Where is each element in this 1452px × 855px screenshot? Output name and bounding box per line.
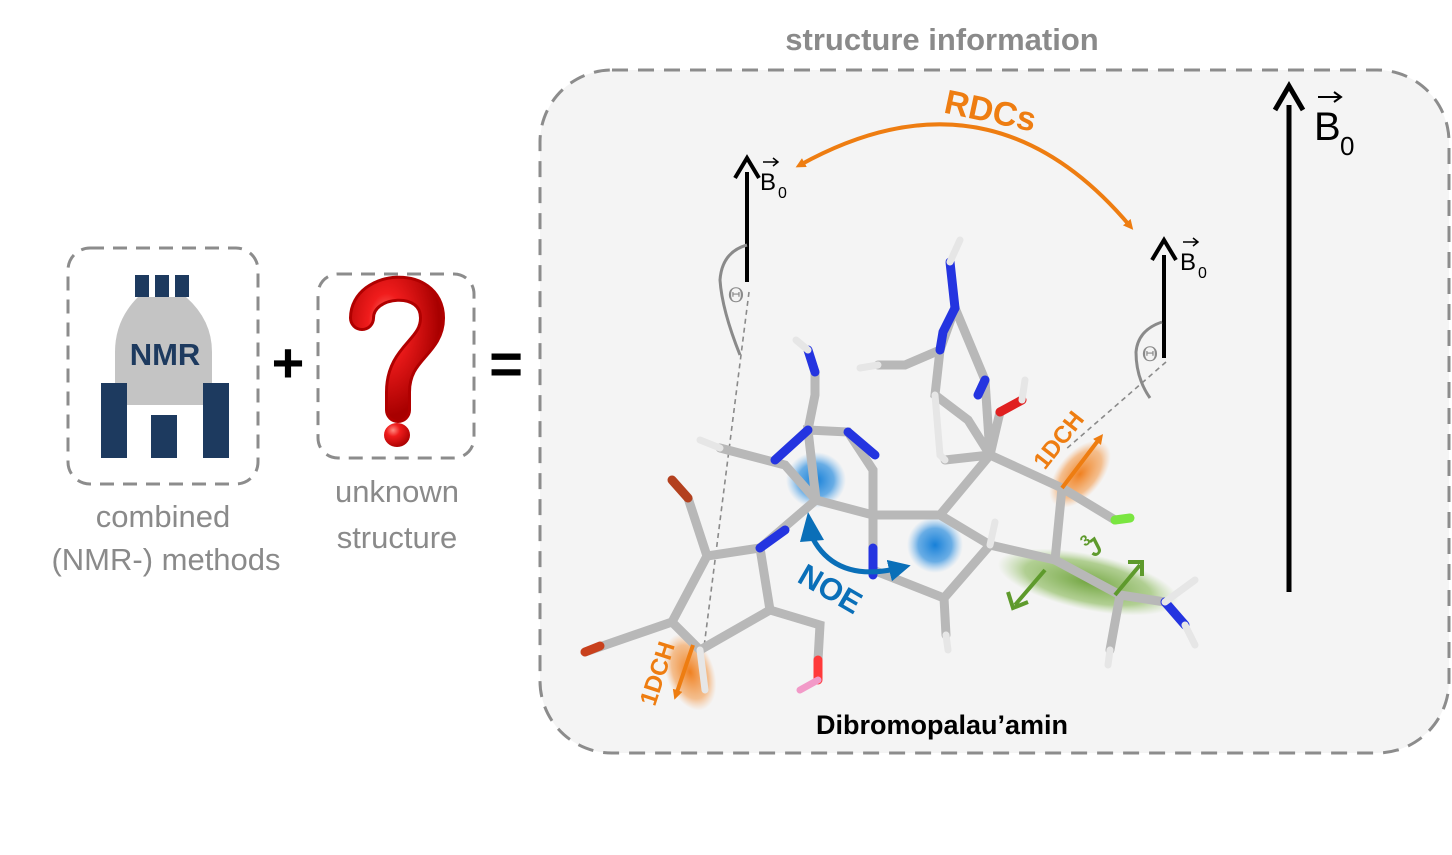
b0-sub-left: 0 — [778, 185, 787, 202]
molecule-model — [580, 236, 1199, 711]
nmr-method-box: NMR combined (NMR-) methods — [51, 246, 281, 577]
b0-label-main: B — [1314, 105, 1341, 149]
b0-field-arrow-icon: B 0 — [733, 154, 787, 282]
b0-label-left: B — [760, 169, 776, 196]
unknown-caption-line1: unknown — [335, 474, 459, 509]
b0-sub-main: 0 — [1340, 131, 1354, 161]
nmr-caption-line1: combined — [96, 499, 230, 534]
molecule-name: Dibromopalau’amin — [816, 710, 1068, 740]
b0-sub-right: 0 — [1198, 265, 1207, 282]
theta-label-left: Θ — [728, 283, 744, 307]
noe-highlight — [907, 517, 963, 573]
unknown-structure-box: unknown structure — [316, 272, 476, 555]
equals-operator: = — [489, 332, 523, 397]
question-mark-icon — [349, 275, 445, 447]
nmr-caption-line2: (NMR-) methods — [51, 542, 280, 577]
plus-operator: + — [272, 331, 305, 394]
b0-field-arrow-icon: B 0 — [1150, 236, 1207, 358]
unknown-caption-line2: structure — [337, 520, 458, 555]
panel-title: structure information — [785, 22, 1098, 57]
nmr-spectrometer-icon: NMR — [101, 275, 229, 458]
theta-label-right: Θ — [1142, 342, 1158, 366]
b0-label-right: B — [1180, 249, 1196, 276]
theta-angle-icon: Θ — [702, 243, 750, 656]
theta-angle-icon: Θ — [1064, 320, 1167, 451]
nmr-icon-label: NMR — [130, 337, 201, 372]
b0-field-arrow-icon: B 0 — [1272, 81, 1354, 592]
